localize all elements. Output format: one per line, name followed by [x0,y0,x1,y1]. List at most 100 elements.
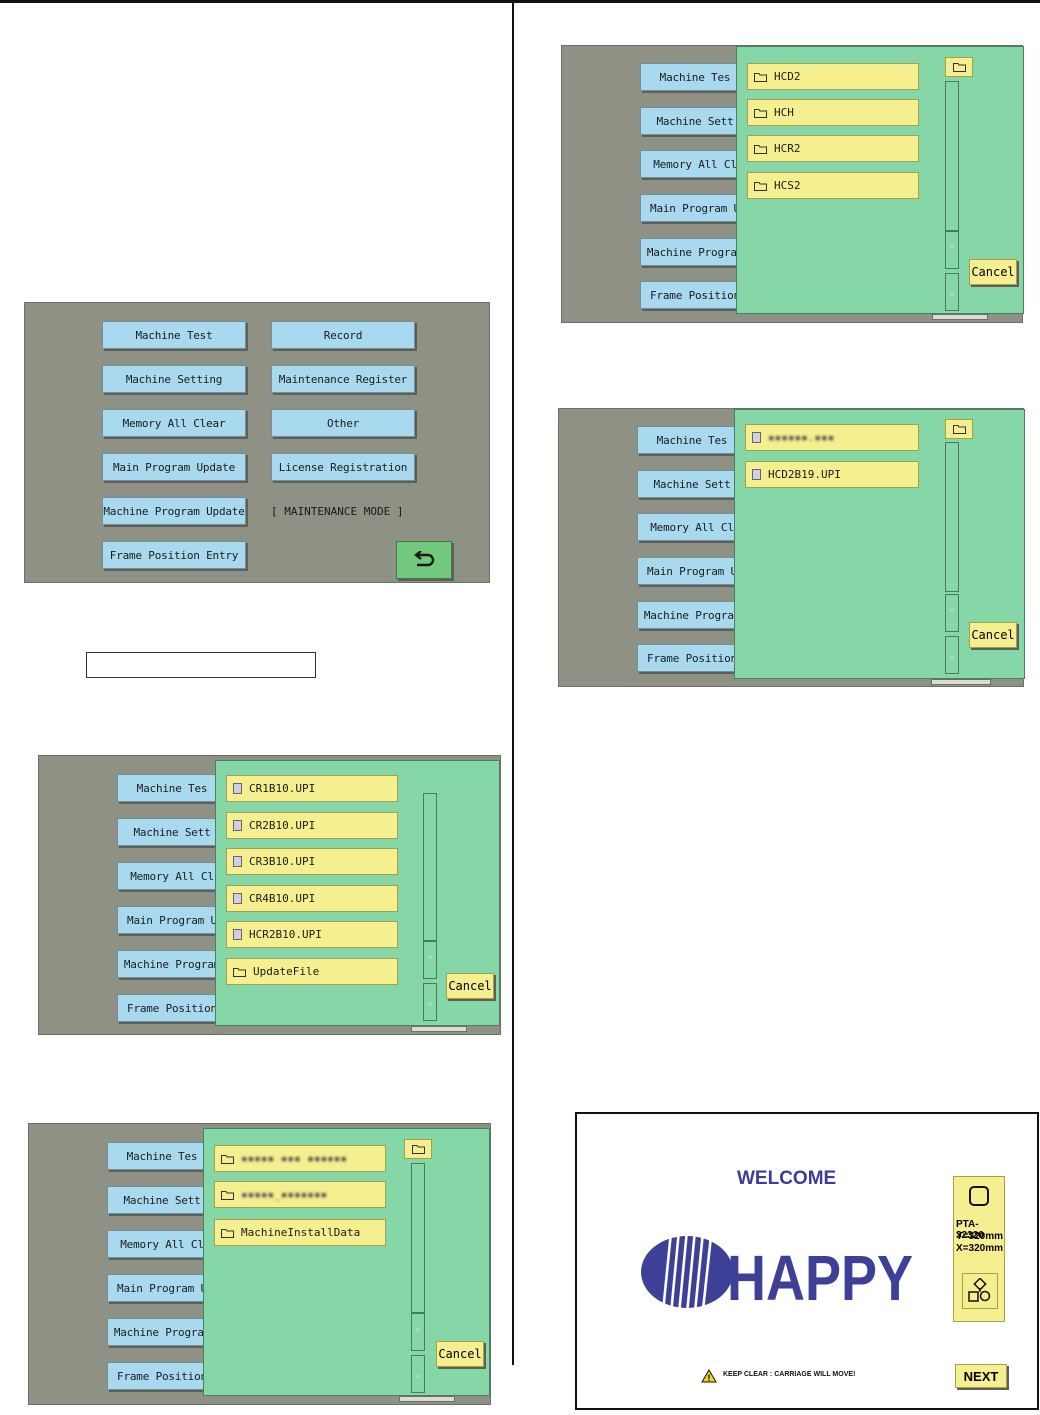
scroll-down-icon[interactable]: ⌄ [945,636,959,674]
scrollbar-track[interactable] [411,1163,425,1313]
machine-setting-button[interactable]: Machine Sett [640,107,750,135]
folder-item[interactable]: ▪▪▪▪▪_▪▪▪▪▪▪▪ [214,1181,386,1208]
scroll-down-icon[interactable]: ⌄ [411,1355,425,1393]
cancel-button[interactable]: Cancel [969,622,1017,648]
warning-icon: ! [701,1368,717,1387]
highlight-box [86,652,316,678]
main-program-update-button[interactable]: Main Program U [637,557,747,585]
file-item[interactable]: HCD2B19.UPI [745,461,919,488]
folder-list-panel: HCD2 HCH HCR2 HCS2 ⌃ ⌄ Cancel [736,46,1024,314]
file-item[interactable]: CR2B10.UPI [226,812,398,839]
machine-program-update-button[interactable]: Machine Program [637,601,747,629]
license-registration-button[interactable]: License Registration [271,453,415,481]
underlay-bar [399,1396,455,1402]
file-icon [233,820,242,831]
folder-item[interactable]: MachineInstallData [214,1219,386,1246]
folder-item[interactable]: HCR2 [747,135,919,162]
frame-position-button[interactable]: Frame Position [637,644,747,672]
folder-icon [754,181,767,191]
memory-all-clear-button[interactable]: Memory All Cl [640,150,750,178]
file-dialog-screen-4: Machine Tes Machine Sett Memory All Cl M… [558,408,1025,687]
maintenance-mode-screen: Machine Test Machine Setting Memory All … [24,302,490,583]
happy-logo: HAPPY [635,1214,925,1324]
folder-item[interactable]: HCS2 [747,172,919,199]
folder-name: HCS2 [774,179,801,192]
machine-test-button[interactable]: Machine Tes [637,426,747,454]
file-icon [233,893,242,904]
scroll-up-icon[interactable]: ⌃ [945,594,959,632]
memory-all-clear-button[interactable]: Memory All Cl [107,1230,217,1258]
file-name: CR3B10.UPI [249,855,316,868]
file-icon [233,929,242,940]
frame-position-button[interactable]: Frame Position [107,1362,217,1390]
machine-program-update-button[interactable]: Machine Program Update [102,497,246,525]
folder-name: MachineInstallData [241,1226,361,1239]
machine-setting-button[interactable]: Machine Sett [117,818,227,846]
folder-item[interactable]: ▪▪▪▪▪ ▪▪▪ ▪▪▪▪▪▪ [214,1145,386,1172]
scroll-down-icon[interactable]: ⌄ [945,273,959,311]
file-icon [752,432,761,443]
back-button[interactable] [396,541,452,579]
memory-all-clear-button[interactable]: Memory All Cl [117,862,227,890]
file-item[interactable]: ▪▪▪▪▪▪.▪▪▪ [745,424,919,451]
machine-test-button[interactable]: Machine Tes [117,774,227,802]
machine-program-update-button[interactable]: Machine Program [640,238,750,266]
other-button[interactable]: Other [271,409,415,437]
machine-program-update-button[interactable]: Machine Program [117,950,227,978]
frame-position-button[interactable]: Frame Position [117,994,227,1022]
folder-item[interactable]: UpdateFile [226,958,398,985]
parent-folder-icon[interactable] [945,57,973,77]
folder-name: HCR2 [774,142,801,155]
folder-icon [754,108,767,118]
parent-folder-icon[interactable] [404,1139,432,1159]
parent-folder-icon[interactable] [945,419,973,439]
scroll-up-icon[interactable]: ⌃ [411,1313,425,1351]
file-name: HCD2B19.UPI [768,468,841,481]
next-button[interactable]: NEXT [955,1364,1007,1388]
machine-test-button[interactable]: Machine Tes [640,63,750,91]
folder-icon [221,1228,234,1238]
scrollbar-track[interactable] [423,793,437,941]
machine-test-button[interactable]: Machine Test [102,321,246,349]
file-item[interactable]: CR1B10.UPI [226,775,398,802]
blurred-folder-name: ▪▪▪▪▪_▪▪▪▪▪▪▪ [241,1188,328,1201]
folder-icon [233,967,246,977]
frame-position-button[interactable]: Frame Position [640,281,750,309]
machine-setting-button[interactable]: Machine Sett [107,1186,217,1214]
folder-name: HCD2 [774,70,801,83]
cancel-button[interactable]: Cancel [446,973,494,999]
folder-name: UpdateFile [253,965,320,978]
machine-setting-button[interactable]: Machine Sett [637,470,747,498]
main-program-update-button[interactable]: Main Program U [640,194,750,222]
folder-item[interactable]: HCD2 [747,63,919,90]
cancel-button[interactable]: Cancel [436,1341,484,1367]
scroll-up-icon[interactable]: ⌃ [423,941,437,979]
scrollbar-track[interactable] [945,81,959,231]
cancel-button[interactable]: Cancel [969,259,1017,285]
memory-all-clear-button[interactable]: Memory All Clear [102,409,246,437]
underlay-bar [932,314,988,320]
folder-list-panel: ▪▪▪▪▪ ▪▪▪ ▪▪▪▪▪▪ ▪▪▪▪▪_▪▪▪▪▪▪▪ MachineIn… [203,1128,490,1396]
machine-test-button[interactable]: Machine Tes [107,1142,217,1170]
frame-position-entry-button[interactable]: Frame Position Entry [102,541,246,569]
machine-program-update-button[interactable]: Machine Program [107,1318,217,1346]
file-item[interactable]: CR3B10.UPI [226,848,398,875]
machine-setting-button[interactable]: Machine Setting [102,365,246,393]
settings-icon[interactable] [962,1273,998,1309]
file-item[interactable]: CR4B10.UPI [226,885,398,912]
record-button[interactable]: Record [271,321,415,349]
scroll-down-icon[interactable]: ⌄ [423,983,437,1021]
main-program-update-button[interactable]: Main Program Update [102,453,246,481]
folder-item[interactable]: HCH [747,99,919,126]
underlay-bar [931,679,991,685]
main-program-update-button[interactable]: Main Program U [117,906,227,934]
scroll-up-icon[interactable]: ⌃ [945,231,959,269]
file-item[interactable]: HCR2B10.UPI [226,921,398,948]
memory-all-clear-button[interactable]: Memory All Cl [637,513,747,541]
scrollbar-track[interactable] [945,442,959,592]
main-program-update-button[interactable]: Main Program U [107,1274,217,1302]
maintenance-register-button[interactable]: Maintenance Register [271,365,415,393]
logo-text: HAPPY [727,1242,913,1314]
file-name: HCR2B10.UPI [249,928,322,941]
folder-icon [221,1154,234,1164]
